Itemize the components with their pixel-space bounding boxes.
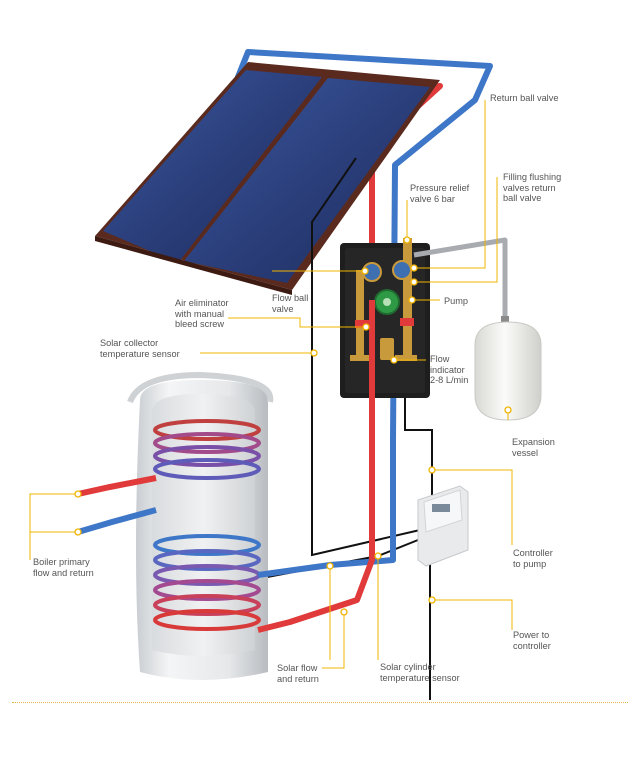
label-expansion-vessel: Expansion vessel [512, 437, 555, 458]
solar-flow-pipe [257, 300, 375, 633]
label-solar-flow-return: Solar flow and return [277, 663, 319, 684]
solar-return-pipe [257, 440, 396, 578]
label-solar-collector-sensor: Solar collector temperature sensor [100, 338, 180, 359]
cylinder-icon [127, 371, 274, 680]
controller-icon [417, 485, 469, 567]
label-flow-ball-valve: Flow ball valve [272, 293, 309, 314]
leader-dots [74, 236, 512, 616]
pump-station-icon [340, 238, 430, 398]
boiler-return-pipe [77, 507, 157, 535]
label-return-ball-valve: Return ball valve [490, 93, 559, 103]
expansion-pipe [413, 237, 508, 322]
label-pump: Pump [444, 296, 469, 306]
label-filling-flushing-valves: Filling flushing valves return ball valv… [503, 172, 562, 203]
solar-collector-icon [95, 62, 440, 295]
expansion-vessel-icon [474, 316, 542, 421]
collector-return-pipe [229, 49, 493, 441]
boiler-flow-pipe [77, 475, 157, 497]
label-controller-to-pump: Controller to pump [513, 548, 553, 569]
collector-sensor-cable [311, 157, 421, 557]
label-solar-cylinder-sensor: Solar cylinder temperature sensor [380, 662, 460, 683]
label-flow-indicator: Flow indicator 2-8 L/min [430, 354, 469, 385]
pump-cable [404, 398, 433, 495]
label-air-eliminator: Air eliminator with manual bleed screw [175, 298, 229, 329]
bottom-divider [12, 702, 628, 703]
label-boiler-primary: Boiler primary flow and return [33, 557, 94, 578]
leader-lines [29, 100, 513, 669]
label-power-to-controller: Power to controller [513, 630, 551, 651]
label-pressure-relief-valve: Pressure relief valve 6 bar [410, 183, 470, 204]
